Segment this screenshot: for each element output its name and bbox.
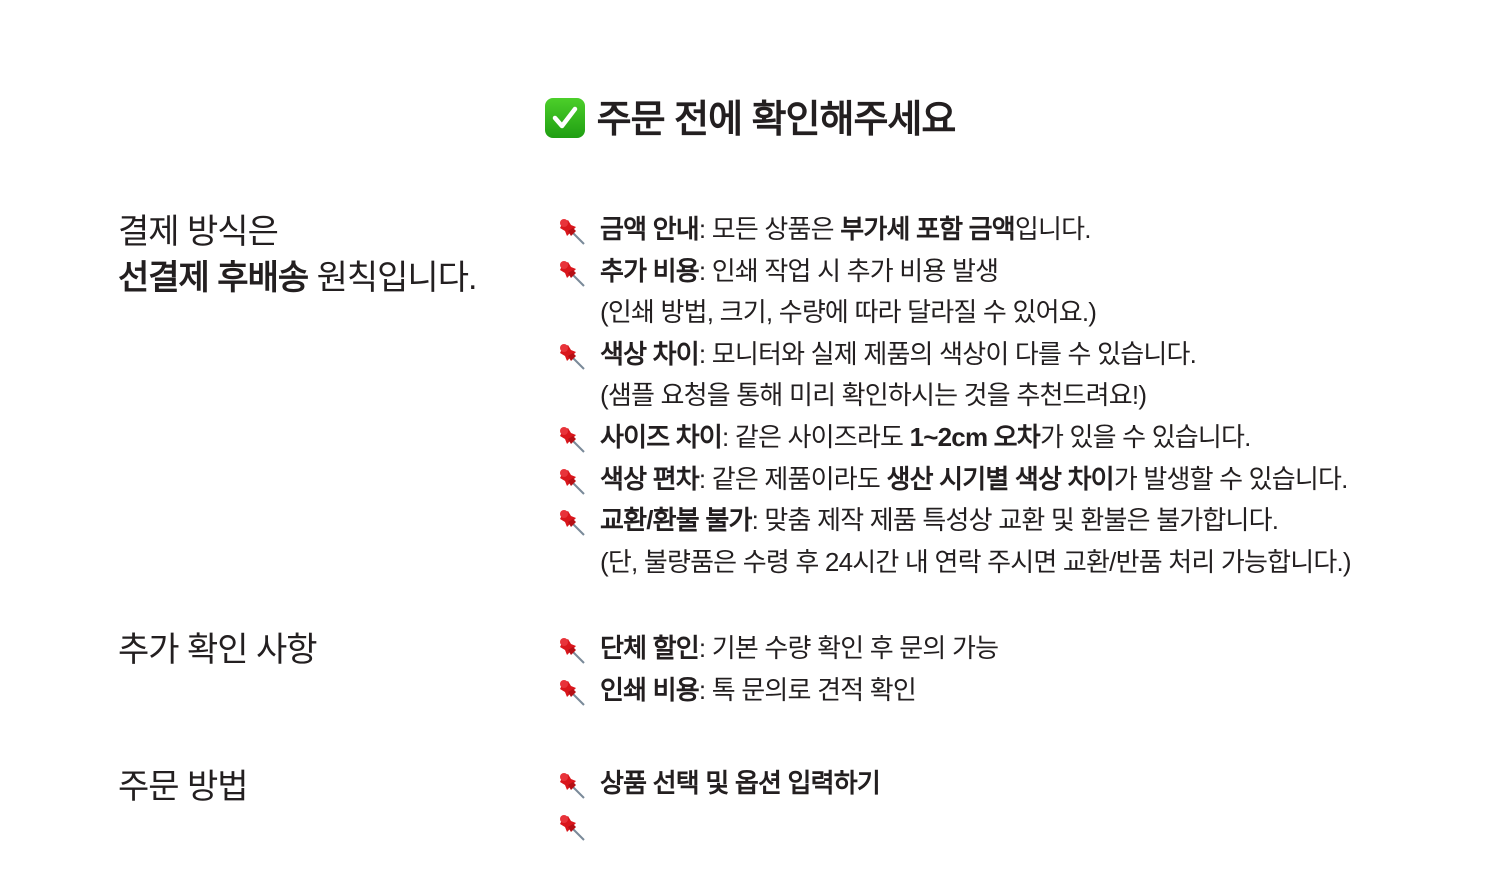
text: : 톡 문의로 견적 확인 bbox=[698, 674, 917, 705]
list-item: (인쇄 방법, 크기, 수량에 따라 달라질 수 있어요.) bbox=[558, 292, 1351, 334]
text: : 같은 사이즈라도 bbox=[722, 421, 910, 452]
pushpin-icon bbox=[558, 217, 586, 245]
pushpin-icon bbox=[558, 813, 586, 841]
pushpin-icon bbox=[558, 259, 586, 287]
text: : 기본 수량 확인 후 문의 가능 bbox=[698, 633, 999, 663]
label-emphasis: 선결제 후배송 bbox=[104, 259, 350, 301]
pushpin-icon bbox=[558, 771, 586, 799]
list-item: 교환/환불 불가: 맞춤 제작 제품 특성상 교환 및 환불은 불가합니다. bbox=[558, 500, 1351, 542]
bold-text: 색상 차이 bbox=[600, 338, 700, 369]
pushpin-icon bbox=[558, 636, 586, 664]
notice-list: 금액 안내: 모든 상품은 부가세 포함 금액입니다.추가 비용: 인쇄 작업 … bbox=[558, 209, 1352, 584]
bold-text: 교환/환불 불가 bbox=[600, 505, 752, 536]
label-em-text: 선결제 후배송 bbox=[118, 259, 309, 297]
text: (인쇄 방법, 크기, 수량에 따라 달라질 수 있어요.) bbox=[600, 297, 1097, 328]
bold-text: 금액 안내 bbox=[600, 214, 700, 244]
text: (샘플 요청을 통해 미리 확인하시는 것을 추천드려요!) bbox=[600, 380, 1147, 411]
list-item: 색상 편차: 같은 제품이라도 생산 시기별 색상 차이가 발생할 수 있습니다… bbox=[558, 459, 1351, 501]
pushpin-icon bbox=[558, 342, 586, 370]
title-text: 주문 전에 확인해주세요 bbox=[596, 99, 957, 141]
text: 가 있을 수 있습니다. bbox=[1039, 421, 1251, 452]
notice-list: 상품 선택 및 옵션 입력하기 bbox=[558, 763, 881, 847]
text: : 모든 상품은 bbox=[698, 214, 841, 244]
list-item: 금액 안내: 모든 상품은 부가세 포함 금액입니다. bbox=[558, 209, 1351, 251]
pushpin-icon bbox=[558, 508, 586, 536]
bold-text: 생산 시기별 색상 차이 bbox=[886, 463, 1114, 494]
bold-text: 추가 비용 bbox=[600, 255, 700, 286]
pushpin-icon bbox=[558, 678, 586, 706]
list-item: (단, 불량품은 수령 후 24시간 내 연락 주시면 교환/반품 처리 가능합… bbox=[558, 542, 1352, 584]
text: (단, 불량품은 수령 후 24시간 내 연락 주시면 교환/반품 처리 가능합… bbox=[600, 546, 1352, 577]
page-title: 주문 전에 확인해주세요 bbox=[0, 88, 1500, 143]
list-item: 상품 선택 및 옵션 입력하기 bbox=[558, 763, 881, 805]
text: : 모니터와 실제 제품의 색상이 다를 수 있습니다. bbox=[698, 338, 1197, 369]
list-item: 단체 할인: 기본 수량 확인 후 문의 가능 bbox=[558, 628, 999, 670]
text: 가 발생할 수 있습니다. bbox=[1113, 463, 1349, 494]
label-line1: 결제 방식은 bbox=[118, 213, 279, 251]
label-line2: 선결제 후배송 원칙입니다. bbox=[104, 255, 478, 301]
section-label: 추가 확인 사항 bbox=[118, 627, 318, 673]
text: 입니다. bbox=[1014, 214, 1092, 244]
section-label: 결제 방식은 선결제 후배송 원칙입니다. bbox=[104, 209, 478, 301]
list-item: (샘플 요청을 통해 미리 확인하시는 것을 추천드려요!) bbox=[558, 375, 1351, 417]
label-line1: 추가 확인 사항 bbox=[118, 631, 318, 669]
bold-text: 단체 할인 bbox=[600, 633, 700, 663]
list-item: 인쇄 비용: 톡 문의로 견적 확인 bbox=[558, 670, 998, 712]
bold-text: 색상 편차 bbox=[600, 463, 700, 494]
pushpin-icon bbox=[558, 467, 586, 495]
check-mark-icon bbox=[544, 98, 585, 138]
list-item: 추가 비용: 인쇄 작업 시 추가 비용 발생 bbox=[558, 251, 1351, 293]
text: : 인쇄 작업 시 추가 비용 발생 bbox=[698, 255, 999, 286]
bold-text: 사이즈 차이 bbox=[600, 421, 723, 452]
bold-text: 상품 선택 및 옵션 입력하기 bbox=[600, 768, 881, 798]
bold-text: 인쇄 비용 bbox=[600, 674, 700, 705]
label-line1: 주문 방법 bbox=[118, 768, 249, 806]
label-rest-text: 원칙입니다. bbox=[308, 259, 478, 297]
bold-text: 부가세 포함 금액 bbox=[840, 214, 1016, 244]
bold-text: 1~2cm 오차 bbox=[909, 421, 1041, 452]
pushpin-icon bbox=[558, 425, 586, 453]
list-item: 사이즈 차이: 같은 사이즈라도 1~2cm 오차가 있을 수 있습니다. bbox=[558, 417, 1351, 459]
text: : 같은 제품이라도 bbox=[698, 463, 887, 494]
text: : 맞춤 제작 제품 특성상 교환 및 환불은 불가합니다. bbox=[751, 505, 1279, 536]
section-label: 주문 방법 bbox=[118, 764, 249, 810]
list-item bbox=[558, 805, 880, 847]
list-item: 색상 차이: 모니터와 실제 제품의 색상이 다를 수 있습니다. bbox=[558, 334, 1351, 376]
